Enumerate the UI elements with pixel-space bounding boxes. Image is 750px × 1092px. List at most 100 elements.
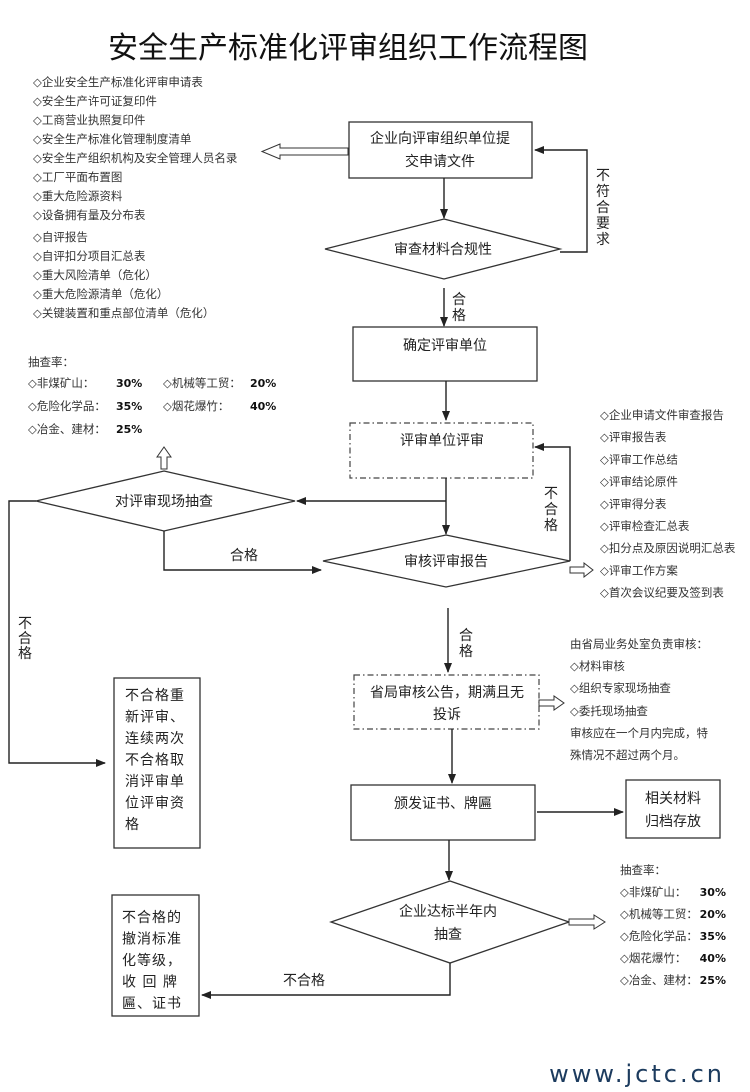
node-submit-line2: 交申请文件 (405, 153, 475, 170)
edge-label-pass-3: 合格 (459, 628, 473, 660)
node-half-year-line1: 企业达标半年内 (399, 903, 497, 920)
spot-rate-value: 40% (250, 400, 276, 413)
edge-label-pass-2: 合格 (230, 548, 258, 564)
node-issue-certificate-label: 颁发证书、牌匾 (394, 795, 492, 812)
edge-label-char: 格 (544, 518, 558, 534)
review-docs-list: ◇企业申请文件审查报告◇评审报告表◇评审工作总结◇评审结论原件◇评审得分表◇评审… (600, 408, 736, 600)
node-fail-rereview-line: 新评审、 (125, 710, 185, 726)
provincial-review-line: ◇材料审核 (570, 659, 625, 673)
node-unit-review-label: 评审单位评审 (400, 433, 484, 449)
application-doc-item: ◇工厂平面布置图 (33, 170, 122, 184)
edge-half-year-fail (201, 963, 451, 999)
node-determine-unit: 确定评审单位 (352, 326, 538, 382)
provincial-review-line: ◇委托现场抽查 (570, 704, 648, 718)
edge-label-fail-2: 不合格 (18, 616, 32, 662)
review-doc-item: ◇企业申请文件审查报告 (600, 408, 724, 422)
spot-rate-value: 35% (700, 930, 726, 943)
application-doc-item: ◇安全生产组织机构及安全管理人员名录 (33, 151, 237, 165)
node-half-year-check: 企业达标半年内 抽查 (329, 880, 571, 964)
edge-label-char: 不 (18, 616, 32, 632)
spot-rate-label: ◇机械等工贸： (163, 376, 241, 390)
node-submit-application: 企业向评审组织单位提 交申请文件 (348, 121, 533, 179)
spot-rate-label: ◇非煤矿山： (620, 885, 686, 899)
spot-rate-label: ◇冶金、建材： (620, 973, 698, 987)
application-doc-item: ◇重大风险清单（危化） (33, 268, 157, 282)
application-doc-item: ◇设备拥有量及分布表 (33, 208, 146, 222)
hollow-arrow-right-icon (568, 914, 606, 930)
edge-label-char: 格 (18, 646, 32, 662)
review-doc-item: ◇扣分点及原因说明汇总表 (600, 541, 736, 555)
hollow-arrow-up-icon (156, 446, 172, 470)
spot-rate-value: 30% (700, 886, 726, 899)
node-fail-rereview-line: 连续两次 (125, 730, 185, 747)
edge-label-char: 格 (459, 644, 473, 660)
spot-rates-heading: 抽查率： (620, 863, 666, 877)
review-doc-item: ◇评审报告表 (600, 430, 667, 444)
spot-rate-value: 20% (250, 377, 276, 390)
review-doc-item: ◇评审结论原件 (600, 475, 678, 489)
spot-rate-value: 35% (116, 400, 142, 413)
spot-rate-value: 25% (700, 974, 726, 987)
edge-spot-check-pass (163, 531, 322, 574)
node-fail-revoke-line: 收 回 牌 (122, 974, 178, 991)
spot-rate-label: ◇非煤矿山： (28, 376, 94, 390)
node-unit-review: 评审单位评审 (349, 422, 534, 479)
node-fail-revoke-line: 化等级， (122, 952, 182, 969)
spot-rate-label: ◇危险化学品： (620, 929, 698, 943)
edge-label-pass-1: 合格 (452, 292, 466, 324)
review-doc-item: ◇首次会议纪要及签到表 (600, 586, 724, 600)
hollow-arrow-right-icon (538, 695, 565, 711)
application-doc-item: ◇工商营业执照复印件 (33, 113, 145, 127)
edge-spot-check-fail (8, 500, 106, 767)
node-half-year-line2: 抽查 (434, 927, 462, 943)
application-doc-item: ◇自评报告 (33, 230, 88, 244)
spot-rate-value: 40% (700, 952, 726, 965)
spot-rates-heading: 抽查率： (28, 355, 74, 369)
review-doc-item: ◇评审检查汇总表 (600, 519, 690, 533)
edge-label-char: 合 (452, 292, 466, 308)
edge-label-fail-3: 不合格 (283, 973, 325, 989)
review-doc-item: ◇评审得分表 (600, 497, 667, 511)
edge-label-char: 要 (596, 216, 610, 232)
edge-label-char: 合 (596, 200, 610, 216)
edge-label-char: 不 (596, 168, 610, 184)
node-audit-report: 审核评审报告 (322, 534, 571, 588)
page-title: 安全生产标准化评审组织工作流程图 (108, 31, 588, 66)
node-archive-line1: 相关材料 (645, 791, 701, 807)
spot-rate-label: ◇机械等工贸： (620, 907, 698, 921)
node-announce-line1: 省局审核公告，期满且无 (370, 685, 524, 701)
node-onsite-spot-check-label: 对评审现场抽查 (115, 494, 213, 510)
provincial-review-line: 审核应在一个月内完成，特 (570, 726, 708, 740)
spot-rates-bottom: 抽查率：◇非煤矿山：30%◇机械等工贸：20%◇危险化学品：35%◇烟花爆竹：4… (620, 863, 726, 987)
spot-rate-label: ◇烟花爆竹： (620, 951, 686, 965)
edge-label-char: 不 (544, 486, 558, 502)
provincial-review-line: 殊情况不超过两个月。 (570, 748, 685, 762)
application-doc-item: ◇自评扣分项目汇总表 (33, 249, 146, 263)
application-docs-list: ◇企业安全生产标准化评审申请表◇安全生产许可证复印件◇工商营业执照复印件◇安全生… (33, 75, 237, 320)
node-fail-rereview-line: 不合格取 (125, 753, 185, 769)
spot-rates-top: 抽查率：◇非煤矿山：30%◇机械等工贸：20%◇危险化学品：35%◇烟花爆竹：4… (28, 355, 276, 436)
edge-not-meet-loop (534, 146, 588, 253)
hollow-arrow-left-icon (260, 143, 349, 160)
edge-label-char: 求 (596, 232, 610, 248)
edge-label-char: 合 (459, 628, 473, 644)
application-doc-item: ◇关键装置和重点部位清单（危化） (33, 306, 214, 320)
hollow-arrow-right-icon (569, 561, 594, 579)
spot-rate-value: 25% (116, 423, 142, 436)
spot-rate-value: 30% (116, 377, 142, 390)
review-doc-item: ◇评审工作方案 (600, 563, 678, 577)
spot-rate-label: ◇烟花爆竹： (163, 399, 229, 413)
edge-label-char: 格 (452, 308, 466, 324)
node-fail-rereview-line: 不合格重 (125, 688, 185, 704)
node-submit-line1: 企业向评审组织单位提 (370, 130, 510, 147)
node-fail-revoke-line: 撤消标准 (122, 932, 182, 948)
edge-label-char: 合 (18, 631, 32, 647)
node-determine-unit-label: 确定评审单位 (403, 338, 487, 354)
edge-label-fail-1: 不合格 (544, 486, 558, 534)
node-fail-revoke-line: 不合格的 (122, 910, 182, 926)
provincial-review-line: ◇组织专家现场抽查 (570, 681, 671, 695)
watermark-url: www.jctc.cn (549, 1060, 725, 1088)
